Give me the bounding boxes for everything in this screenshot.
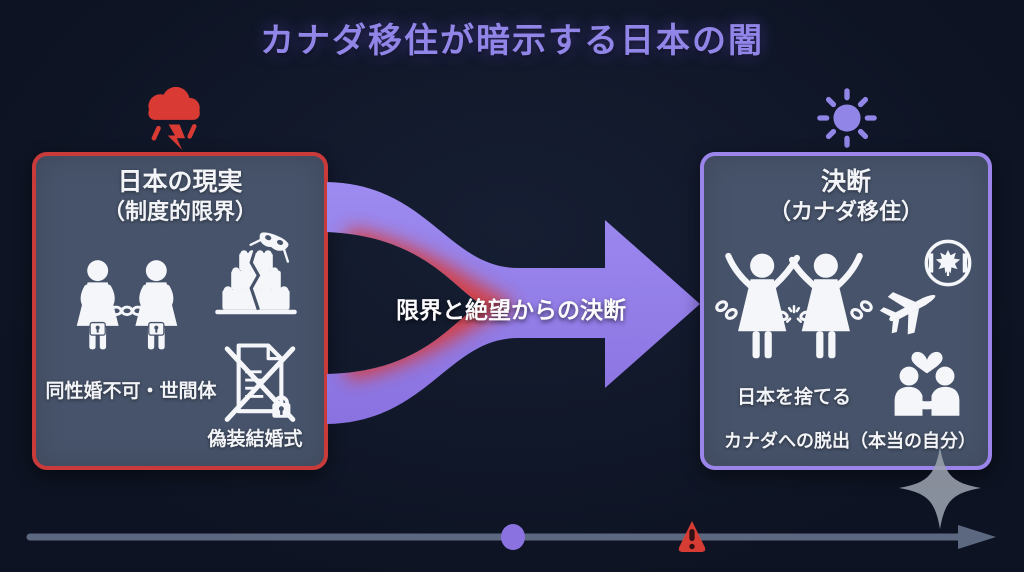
- page-title: カナダ移住が暗示する日本の闇: [260, 22, 764, 60]
- timeline-arrowhead: [958, 525, 996, 549]
- left-panel-heading-line2: （制度的限界）: [102, 199, 257, 225]
- chained-women-icon: [76, 260, 178, 350]
- right-panel-heading-line1: 決断: [820, 168, 871, 196]
- arrow-label: 限界と絶望からの決断: [396, 297, 626, 323]
- warning-triangle-icon: [678, 521, 706, 552]
- broken-wedding-cake-mask-icon: [215, 232, 297, 315]
- canada-maple-leaf-badge-icon: [924, 239, 972, 287]
- caption-escape-to-canada: カナダへの脱出（本当の自分）: [724, 431, 976, 451]
- japan-reality-panel: 日本の現実 （制度的限界）: [32, 152, 328, 470]
- timeline: [26, 521, 996, 552]
- sparkle-icon: [898, 446, 982, 530]
- caption-fake-wedding: 偽装結婚式: [207, 429, 303, 450]
- left-panel-heading-line1: 日本の現実: [117, 168, 243, 196]
- right-panel-heading-line2: （カナダ移住）: [768, 199, 923, 225]
- voided-document-lock-icon: [224, 343, 296, 422]
- women-breaking-chains-icon: [715, 252, 873, 359]
- right-panel-heading: 決断 （カナダ移住）: [704, 167, 988, 226]
- hugging-couple-heart-icon: [894, 351, 960, 416]
- left-panel-heading: 日本の現実 （制度的限界）: [36, 167, 324, 226]
- canada-decision-panel: 決断 （カナダ移住）: [700, 152, 992, 470]
- merge-arrow: [327, 182, 700, 424]
- storm-cloud-lightning-icon: [148, 86, 200, 151]
- progress-dot: [501, 524, 525, 550]
- sun-icon: [817, 88, 877, 148]
- caption-abandon-japan: 日本を捨てる: [736, 387, 851, 408]
- caption-no-same-sex-marriage: 同性婚不可・世間体: [45, 381, 217, 402]
- airplane-icon: [879, 292, 936, 335]
